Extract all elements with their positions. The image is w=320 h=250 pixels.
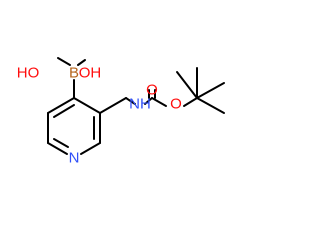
bond-c4-c3 bbox=[73, 97, 101, 114]
bond-ch2-nh bbox=[125, 97, 136, 105]
bond-n1-c6 bbox=[47, 142, 68, 155]
bond-c5-c4 bbox=[47, 97, 75, 114]
bond-carbonyl-c-o bbox=[151, 97, 167, 107]
bond-nh-carbonyl-c bbox=[144, 97, 153, 105]
atom-label-carbonyl-o: O bbox=[146, 82, 158, 99]
bond-tert-c-methyl-left bbox=[176, 71, 198, 99]
bond-o-tert-c bbox=[183, 97, 198, 107]
atom-label-ho: HO bbox=[17, 65, 40, 82]
bond-b-o-left bbox=[57, 57, 71, 66]
atom-label-ester-o: O bbox=[170, 96, 182, 113]
boronic-acid-group bbox=[57, 57, 86, 99]
bond-c3-ch2 bbox=[99, 97, 127, 114]
atom-label-nh: NH bbox=[129, 96, 151, 113]
pyridine-ring bbox=[47, 97, 101, 155]
atom-label-b: B bbox=[69, 65, 79, 82]
atom-label-ring-n: N bbox=[69, 150, 80, 167]
bond-tert-c-methyl-right bbox=[196, 82, 225, 99]
atom-label-oh: OH bbox=[79, 65, 102, 82]
boc-aminomethyl-chain bbox=[99, 67, 225, 114]
bond-c5-c4-inner bbox=[53, 104, 75, 118]
bond-c2-n1 bbox=[80, 142, 101, 155]
bond-b-o-right bbox=[77, 59, 86, 66]
bond-n1-c6-inner bbox=[53, 138, 69, 148]
chemical-structure: B HO OH N NH O O bbox=[17, 57, 225, 167]
atom-labels: B HO OH N NH O O bbox=[17, 65, 182, 167]
bond-tert-c-methyl-down bbox=[196, 97, 225, 114]
